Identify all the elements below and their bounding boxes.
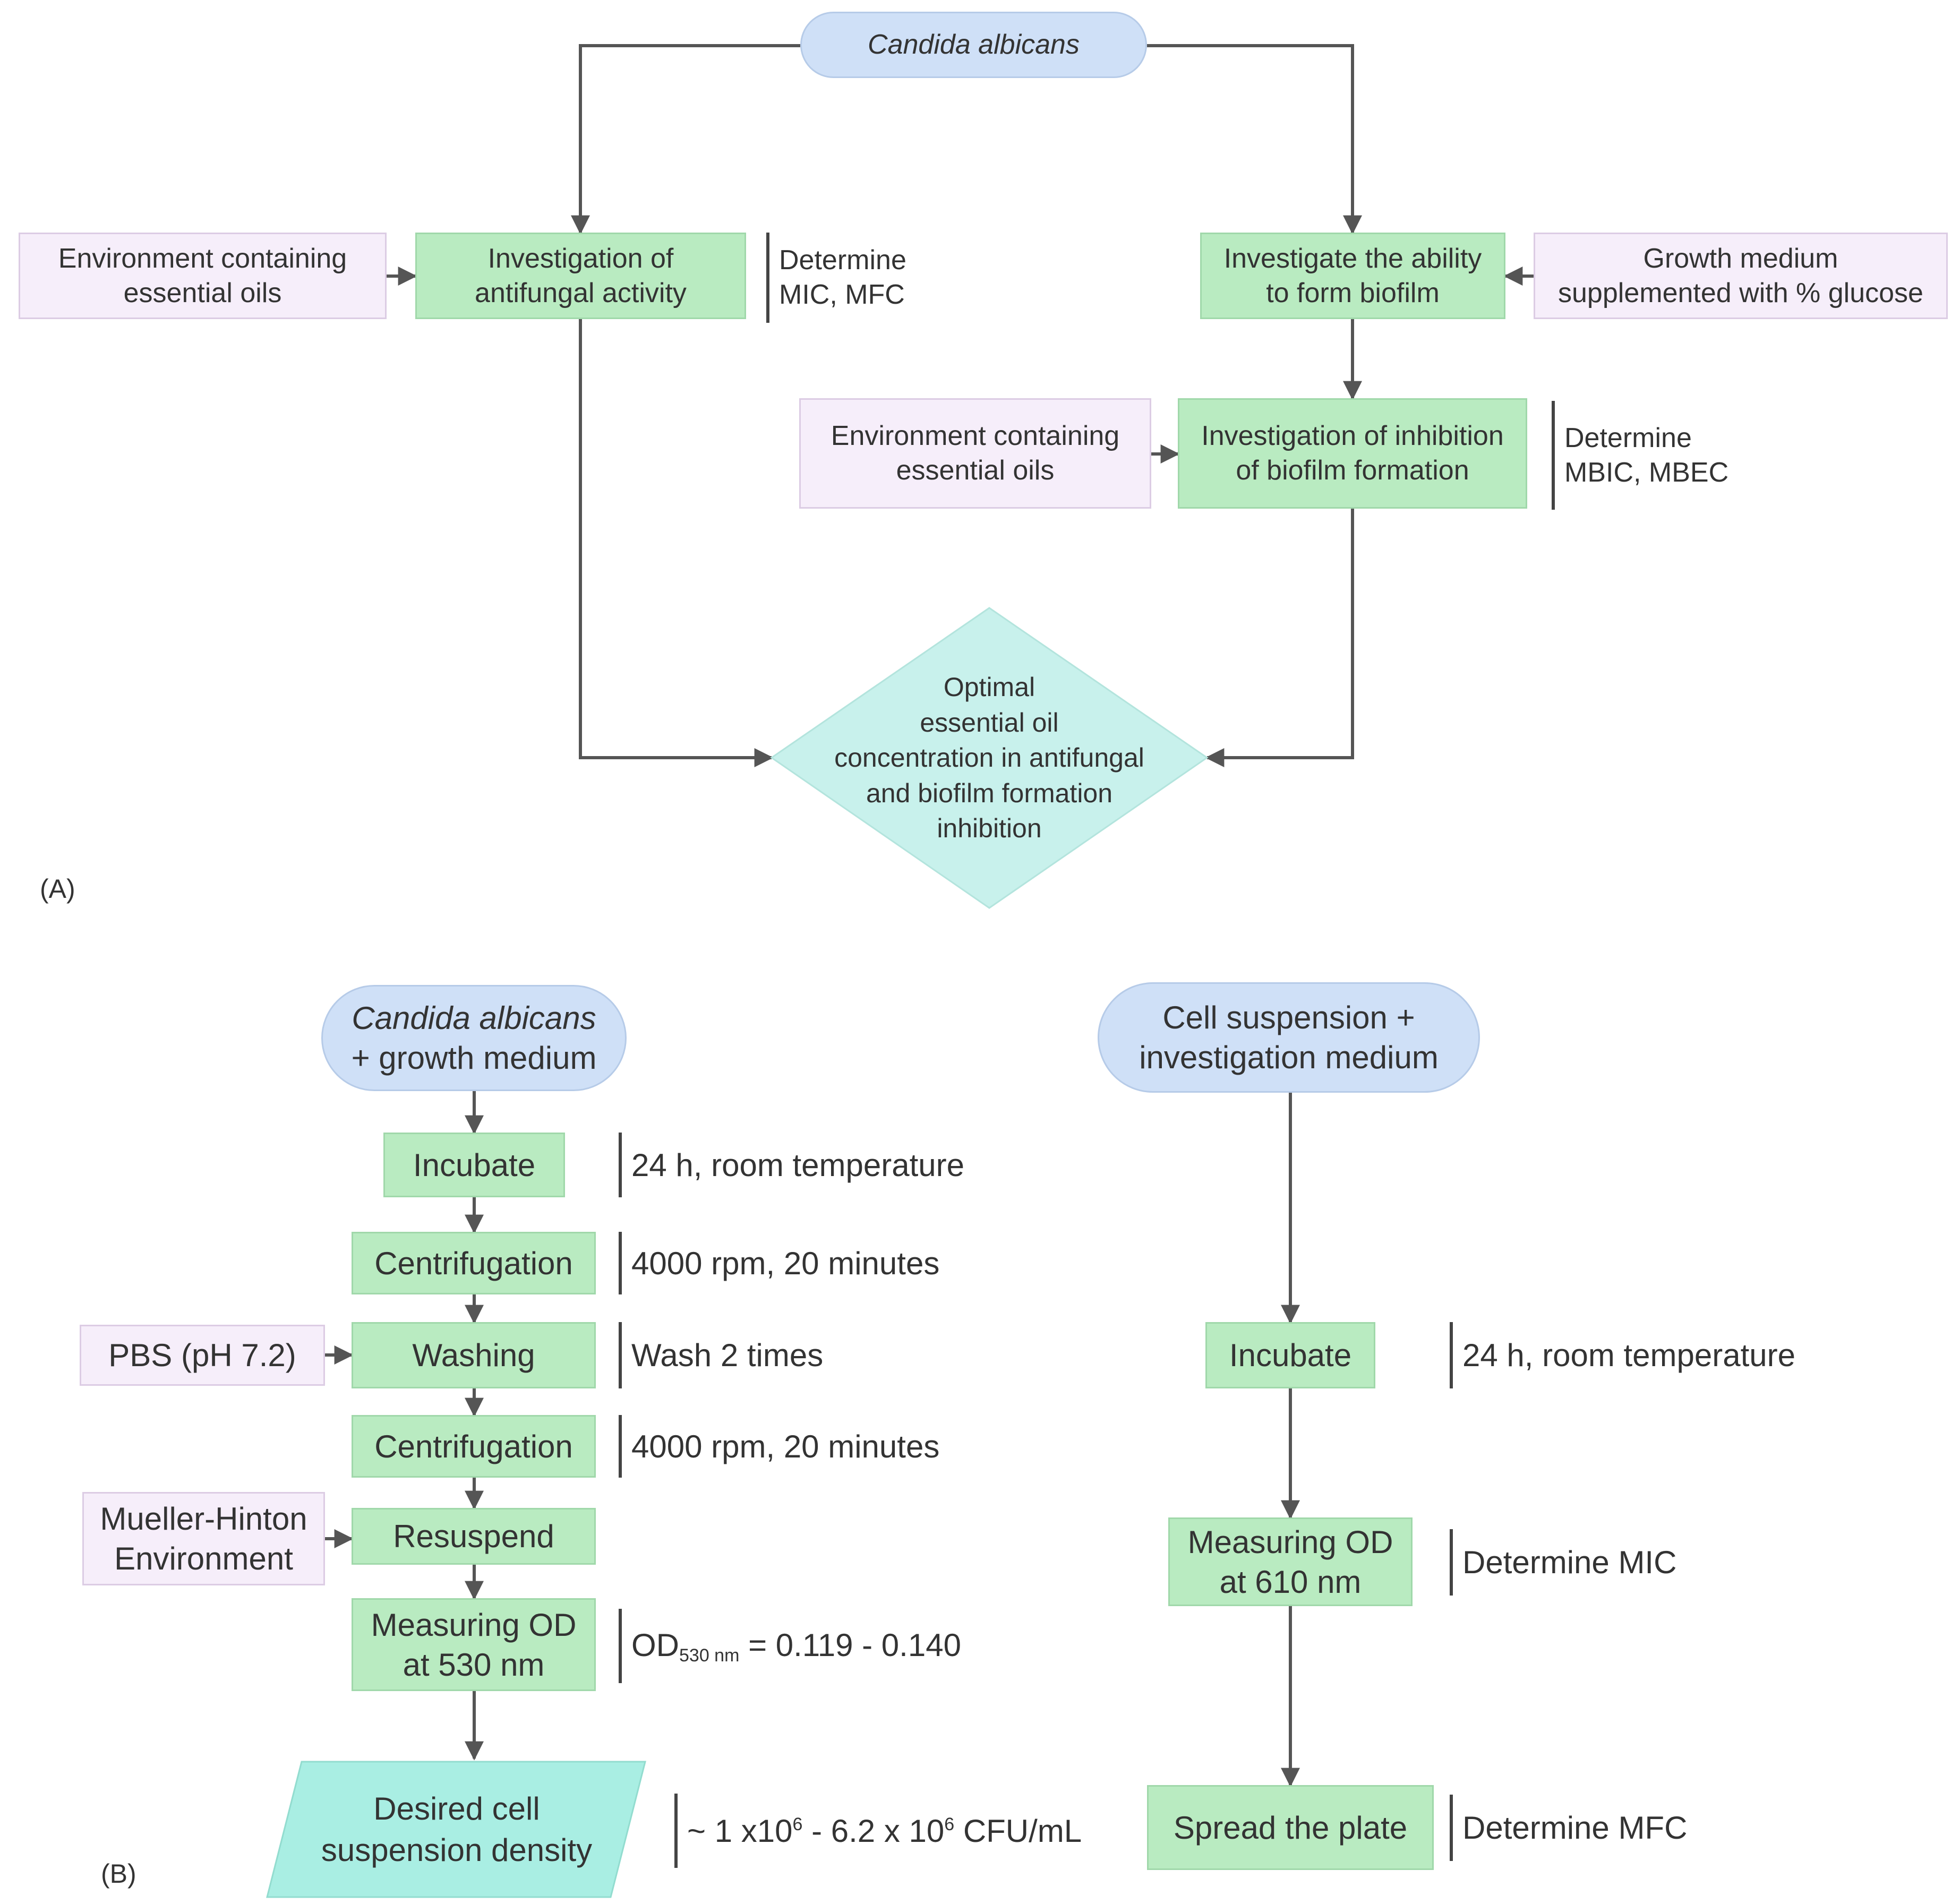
note-incubate-left: 24 h, room temperature bbox=[619, 1133, 964, 1197]
note-determine-mic-text: Determine MIC bbox=[1462, 1545, 1677, 1580]
start-candida-growth-medium: Candida albicans + growth medium bbox=[321, 985, 627, 1091]
note-washing-text: Wash 2 times bbox=[631, 1337, 824, 1373]
output-desired-density: Desired cell suspension density bbox=[321, 1790, 593, 1868]
step-measuring-od-610: Measuring OD at 610 nm bbox=[1168, 1517, 1413, 1606]
connector-start-to-biofilm bbox=[1147, 44, 1362, 235]
investigation-antifungal-activity: Investigation of antifungal activity bbox=[415, 233, 746, 319]
note-density: ~ 1 x106 - 6.2 x 106 CFU/mL bbox=[674, 1794, 1082, 1868]
growth-medium-glucose: Growth medium supplemented with % glucos… bbox=[1534, 233, 1948, 319]
connector-start-to-antifungal bbox=[571, 44, 800, 235]
note-centrifugation-1: 4000 rpm, 20 minutes bbox=[619, 1232, 939, 1294]
note-mbic-line-2: MBIC, MBEC bbox=[1564, 457, 1729, 488]
connector-inhibition-to-decision bbox=[1205, 509, 1354, 767]
step-incubate-left: Incubate bbox=[383, 1133, 565, 1197]
environment-essential-oils-left: Environment containing essential oils bbox=[19, 233, 387, 319]
step-centrifugation-2: Centrifugation bbox=[352, 1415, 596, 1478]
note-density-text: ~ 1 x106 - 6.2 x 106 CFU/mL bbox=[687, 1813, 1082, 1849]
step-spread-plate: Spread the plate bbox=[1147, 1785, 1434, 1870]
step-incubate-right: Incubate bbox=[1205, 1322, 1375, 1388]
investigate-biofilm-ability: Investigate the ability to form biofilm bbox=[1200, 233, 1505, 319]
note-determine-mic-mfc: Determine MIC, MFC bbox=[766, 233, 906, 323]
investigation-inhibition-biofilm: Investigation of inhibition of biofilm f… bbox=[1178, 398, 1527, 509]
start-growth-medium: + growth medium bbox=[351, 1040, 597, 1076]
connector-antifungal-to-decision bbox=[579, 319, 774, 767]
note-determine-mfc-text: Determine MFC bbox=[1462, 1810, 1688, 1846]
note-incubate-right-text: 24 h, room temperature bbox=[1462, 1337, 1795, 1373]
note-mic-line-2: MIC, MFC bbox=[779, 279, 905, 310]
start-candida-albicans: Candida albicans bbox=[800, 12, 1147, 78]
note-od-530: OD530 nm = 0.119 - 0.140 bbox=[619, 1609, 961, 1683]
note-incubate-left-text: 24 h, room temperature bbox=[631, 1147, 964, 1183]
note-mic-line-1: Determine bbox=[779, 245, 906, 276]
environment-essential-oils-middle: Environment containing essential oils bbox=[799, 398, 1151, 509]
note-mbic-line-1: Determine bbox=[1564, 422, 1692, 453]
start-candida-italic: Candida albicans bbox=[352, 1000, 596, 1036]
note-centrifugation-2: 4000 rpm, 20 minutes bbox=[619, 1415, 939, 1478]
note-determine-mic: Determine MIC bbox=[1450, 1529, 1676, 1596]
panel-b-label: (B) bbox=[101, 1859, 136, 1889]
step-resuspend: Resuspend bbox=[352, 1508, 596, 1565]
note-centrifugation-1-text: 4000 rpm, 20 minutes bbox=[631, 1245, 940, 1281]
output-parallelogram bbox=[266, 1761, 646, 1898]
start-cell-suspension: Cell suspension + investigation medium bbox=[1098, 982, 1480, 1093]
decision-optimal-concentration: Optimal essential oil concentration in a… bbox=[834, 672, 1144, 844]
note-incubate-right: 24 h, room temperature bbox=[1450, 1322, 1795, 1388]
input-mueller-hinton: Mueller-Hinton Environment bbox=[82, 1492, 325, 1585]
decision-diamond bbox=[770, 607, 1209, 909]
input-pbs: PBS (pH 7.2) bbox=[80, 1325, 325, 1386]
note-od-530-text: OD530 nm = 0.119 - 0.140 bbox=[631, 1627, 961, 1666]
step-measuring-od-530: Measuring OD at 530 nm bbox=[352, 1598, 596, 1691]
note-centrifugation-2-text: 4000 rpm, 20 minutes bbox=[631, 1428, 940, 1464]
note-determine-mbic-mbec: Determine MBIC, MBEC bbox=[1552, 401, 1728, 510]
step-washing: Washing bbox=[352, 1322, 596, 1388]
note-determine-mfc: Determine MFC bbox=[1450, 1795, 1687, 1861]
step-centrifugation-1: Centrifugation bbox=[352, 1232, 596, 1294]
note-washing: Wash 2 times bbox=[619, 1322, 823, 1388]
panel-a-label: (A) bbox=[40, 874, 75, 904]
